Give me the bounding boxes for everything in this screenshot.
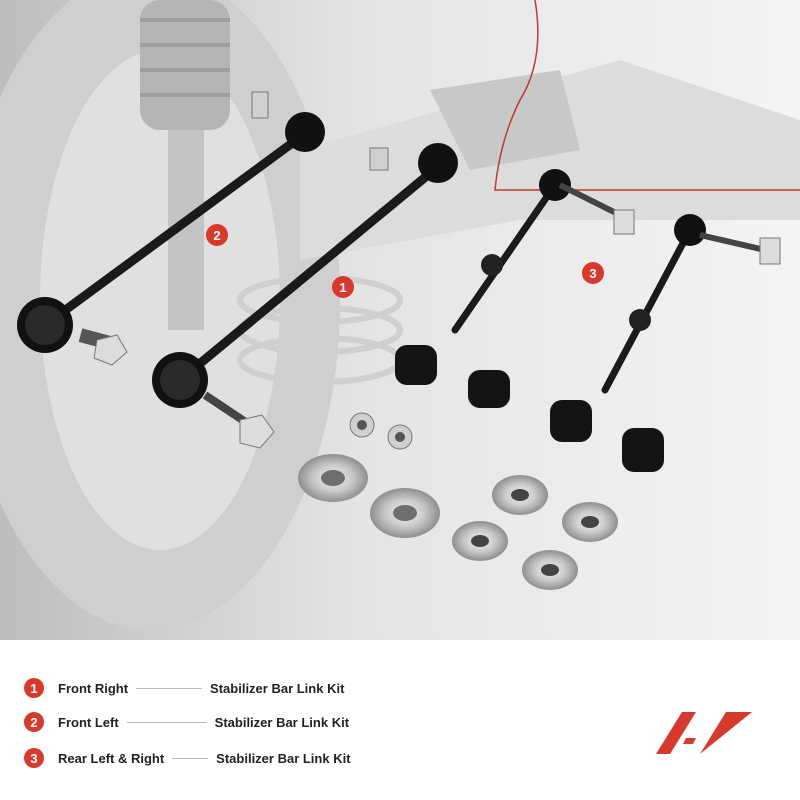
legend-row-1: 1 Front Right Stabilizer Bar Link Kit — [24, 676, 344, 700]
legend-row-3: 3 Rear Left & Right Stabilizer Bar Link … — [24, 746, 351, 770]
leader-line — [136, 687, 203, 689]
chassis-frame — [300, 60, 800, 260]
brand-logo — [656, 712, 752, 754]
stabilizer-link-front-left — [17, 91, 325, 366]
legend: 1 Front Right Stabilizer Bar Link Kit 2 … — [0, 660, 800, 800]
cup-washers — [298, 454, 618, 590]
callout-badge-1: 1 — [332, 276, 354, 298]
legend-kit: Stabilizer Bar Link Kit — [216, 750, 351, 766]
legend-kit: Stabilizer Bar Link Kit — [210, 680, 345, 696]
bushings — [395, 345, 664, 472]
callout-badge-3: 3 — [582, 262, 604, 284]
legend-kit: Stabilizer Bar Link Kit — [214, 714, 350, 730]
legend-position: Front Left — [58, 714, 119, 730]
product-photo — [0, 0, 800, 640]
leader-line — [126, 721, 207, 723]
stabilizer-link-front-right — [152, 143, 458, 449]
legend-position: Rear Left & Right — [58, 750, 165, 766]
legend-badge: 1 — [24, 678, 44, 698]
stabilizer-link-rear-left — [451, 169, 635, 334]
legend-badge: 3 — [24, 748, 44, 768]
shock-boot — [140, 0, 230, 130]
accent-curve — [494, 0, 800, 191]
lock-nuts — [349, 412, 413, 450]
leader-line — [172, 757, 209, 759]
stabilizer-link-rear-right — [601, 214, 781, 394]
legend-row-2: 2 Front Left Stabilizer Bar Link Kit — [24, 710, 349, 734]
legend-badge: 2 — [24, 712, 44, 732]
legend-position: Front Right — [58, 680, 129, 696]
callout-badge-2: 2 — [206, 224, 228, 246]
